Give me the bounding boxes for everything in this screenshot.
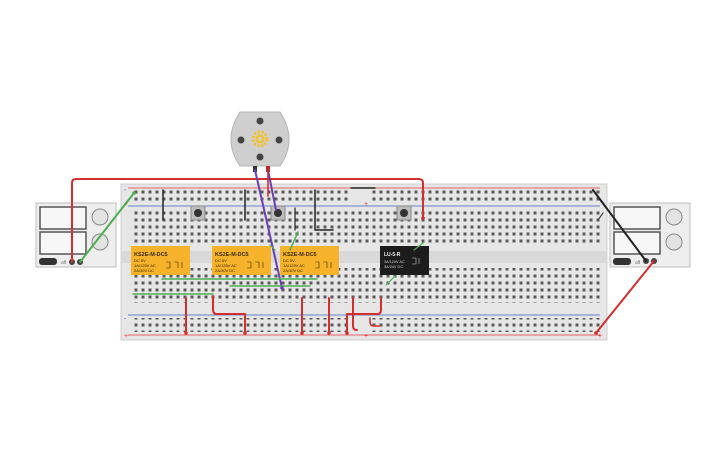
relay-lu5r[interactable]: LU-5-R 3A/120V AC 3A/24V DC [380, 246, 429, 275]
relay-model: LU-5-R [384, 252, 401, 258]
current-knob[interactable] [91, 233, 109, 251]
power-switch-label: off [61, 260, 67, 265]
relay-spec: 1A/125V AC [134, 263, 156, 268]
relay-model: KS2E-M-DC5 [134, 252, 168, 258]
rail-plus-sign: + [124, 333, 128, 340]
relay-spec: DC 5V [215, 258, 227, 263]
wire-red[interactable] [212, 295, 246, 334]
relay-model: KS2E-M-DC5 [215, 252, 249, 258]
wire-black[interactable] [597, 212, 604, 221]
gear-icon [251, 130, 269, 148]
motor-terminal[interactable] [266, 166, 270, 172]
wire-red[interactable] [595, 260, 655, 334]
power-switch[interactable] [39, 258, 57, 265]
wire-purple[interactable] [254, 169, 283, 289]
bottom-power-rail[interactable] [128, 314, 600, 336]
rail-minus-sign: - [124, 187, 127, 194]
relay-spec: 3A/120V AC [384, 260, 405, 264]
power-switch-label: off [635, 260, 641, 265]
wire-red[interactable] [346, 297, 382, 334]
wire-red[interactable] [352, 297, 358, 331]
center-channel [121, 251, 607, 263]
power-supply-right[interactable]: off [609, 202, 691, 268]
relay-spec: 1A/125V AC [215, 263, 237, 268]
push-button[interactable] [396, 205, 412, 221]
wire-red[interactable] [71, 178, 424, 263]
relay-spec: 1A/125V AC [283, 263, 305, 268]
bottom-terminal-strip[interactable] [133, 268, 600, 303]
wire-green[interactable] [269, 244, 276, 251]
relay-ks2e[interactable]: KS2E-M-DC5 DC 5V 1A/125V AC 2A/30V DC [131, 246, 190, 275]
push-button[interactable] [190, 205, 206, 221]
relay-spec: 2A/30V DC [215, 268, 235, 273]
relay-spec: DC 5V [283, 258, 295, 263]
top-power-rail[interactable] [128, 187, 600, 207]
relay-model: KS2E-M-DC5 [283, 252, 317, 258]
wire-green[interactable] [289, 231, 299, 251]
relay-spec: 3A/24V DC [384, 265, 403, 269]
push-button[interactable] [270, 205, 286, 221]
relay-spec: DC 5V [134, 258, 146, 263]
relay-ks2e[interactable]: KS2E-M-DC5 DC 5V 1A/125V AC 2A/30V DC [280, 246, 339, 275]
relay-spec: 2A/30V DC [283, 268, 303, 273]
rail-minus-sign: - [124, 316, 127, 323]
wires[interactable] [71, 169, 655, 334]
wire-purple[interactable] [267, 169, 277, 211]
power-supply-left[interactable]: off [35, 202, 117, 268]
rail-plus-sign: + [598, 333, 602, 340]
voltage-knob[interactable] [91, 208, 109, 226]
wire-green[interactable] [79, 192, 135, 263]
wire-red[interactable] [369, 317, 381, 327]
voltage-knob[interactable] [665, 208, 683, 226]
top-terminal-strip[interactable] [133, 210, 600, 245]
wire-black[interactable] [314, 189, 334, 231]
rail-plus-sign: + [364, 333, 368, 340]
current-knob[interactable] [665, 233, 683, 251]
wire-black[interactable] [592, 189, 647, 262]
dc-motor[interactable] [230, 111, 290, 172]
wire-green[interactable] [413, 242, 424, 251]
wire-endpoints [132, 191, 598, 335]
rail-plus-sign: + [364, 201, 368, 208]
relay-spec: 2A/30V DC [134, 268, 154, 273]
relay-ks2e[interactable]: KS2E-M-DC5 DC 5V 1A/125V AC 2A/30V DC [212, 246, 271, 275]
power-switch[interactable] [613, 258, 631, 265]
wire-green[interactable] [385, 275, 396, 286]
